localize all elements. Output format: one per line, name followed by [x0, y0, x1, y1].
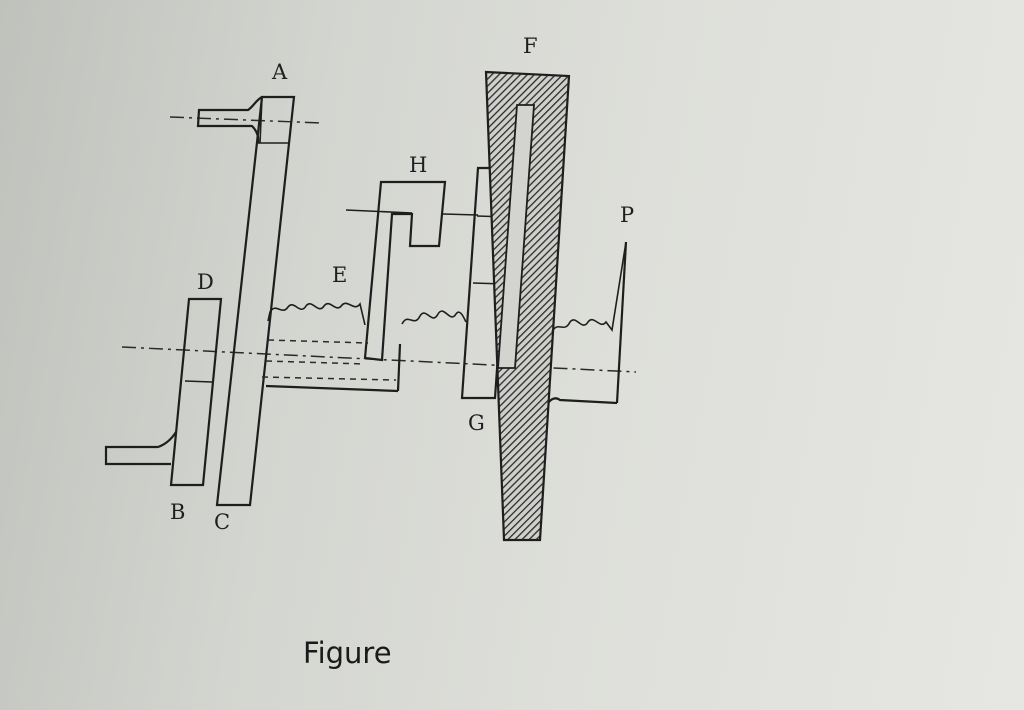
label-e: E	[332, 263, 347, 287]
main-centerline	[121, 346, 637, 373]
part-e-h	[345, 180, 479, 362]
upper-centerline	[169, 116, 323, 124]
figure-caption: Figure	[303, 636, 392, 670]
gear-a	[196, 95, 296, 507]
main-shaft	[261, 339, 402, 393]
label-a: A	[271, 60, 288, 84]
spring-1	[267, 302, 366, 326]
label-f: F	[523, 34, 538, 58]
disc-f	[484, 70, 571, 542]
label-d: D	[197, 270, 214, 294]
spring-2	[401, 310, 467, 325]
label-b: B	[170, 500, 185, 524]
label-p: P	[620, 203, 634, 227]
label-g: G	[468, 411, 485, 435]
label-c: C	[214, 510, 230, 534]
gear-d	[104, 297, 223, 487]
pointer-p	[547, 241, 628, 405]
label-h: H	[409, 153, 427, 177]
